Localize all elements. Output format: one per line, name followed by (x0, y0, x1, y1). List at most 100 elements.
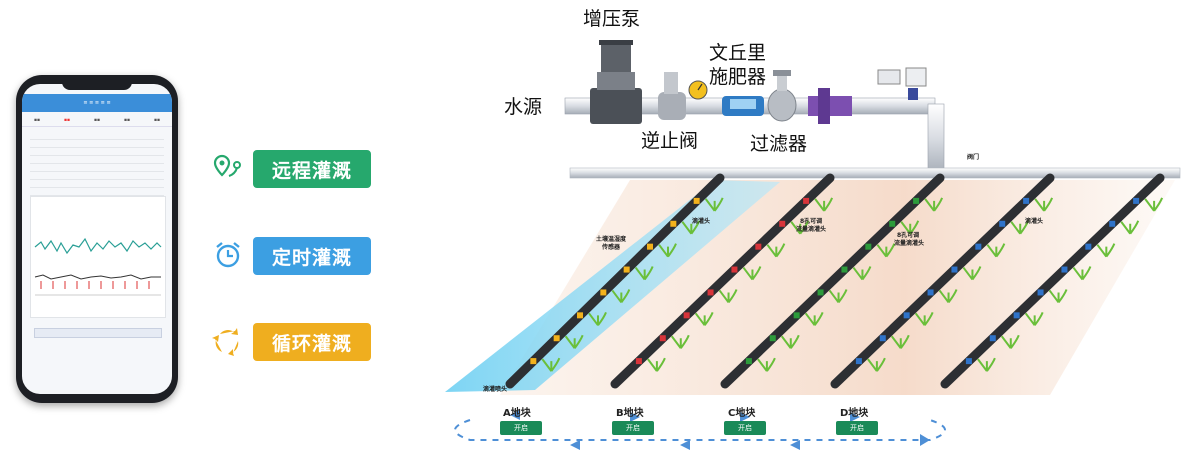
emitter (755, 243, 762, 250)
app-chart-card (30, 196, 166, 318)
seedling (780, 334, 800, 349)
emitter (707, 289, 714, 296)
seedling (718, 289, 738, 304)
valve-label: 阀门 (967, 154, 980, 161)
seedling (1120, 220, 1140, 235)
remote-irrigation-button[interactable]: 远程灌溉 (253, 150, 371, 188)
emitter (635, 358, 642, 365)
emitter (553, 335, 560, 342)
plot-a-open-button[interactable]: 开启 (500, 421, 542, 435)
emitter (1109, 220, 1116, 227)
seedling (681, 220, 701, 235)
seedling (900, 220, 920, 235)
emitter (659, 335, 666, 342)
phone-screen: ≡ ≡ ≡ ≡ ≡ ▪▪▪▪▪▪▪▪▪▪ (22, 84, 172, 394)
emitter (1133, 197, 1140, 204)
venturi-label-line2: 施肥器 (709, 66, 767, 88)
seedling (1048, 289, 1068, 304)
emitter (865, 243, 872, 250)
seedling (766, 243, 786, 258)
dripper-d-label: 滴灌头 (1025, 218, 1044, 225)
seedling (1034, 197, 1054, 212)
seedlings (541, 197, 1164, 372)
cycle-irrigation-button[interactable]: 循环灌溉 (253, 323, 371, 361)
alarm-clock-icon (216, 242, 240, 268)
emitter (623, 266, 630, 273)
controller-box (877, 67, 927, 100)
plot-a-label: A地块 (503, 408, 531, 419)
flow-b-label-1: 8孔可调 (800, 218, 823, 225)
emitter (803, 197, 810, 204)
flow-b-label-2: 流量滴灌头 (796, 226, 827, 233)
check-valve (658, 72, 708, 120)
location-pin-icon (213, 154, 241, 177)
emitter (999, 220, 1006, 227)
plot-b-open-button[interactable]: 开启 (612, 421, 654, 435)
venturi-injector (722, 96, 764, 116)
emitter (731, 266, 738, 273)
seedling (790, 220, 810, 235)
seedling (541, 357, 561, 372)
riser-pipe (927, 103, 945, 175)
drip-lines (505, 173, 1165, 389)
seedling (867, 357, 886, 372)
flow-c-label-1: 8孔可调 (897, 232, 920, 239)
venturi-label-line1: 文丘里 (709, 42, 767, 64)
plot-d-open-button[interactable]: 开启 (836, 421, 878, 435)
emitter (855, 358, 862, 365)
seedling (977, 357, 996, 372)
flow-c-label-2: 流量滴灌头 (894, 240, 925, 247)
filter (767, 70, 797, 122)
emitter (913, 197, 920, 204)
emitter (1061, 266, 1068, 273)
seedling (1072, 266, 1092, 281)
emitters (530, 197, 1140, 365)
app-chart-graphic (34, 237, 162, 296)
seedling (962, 266, 982, 281)
seedling (804, 311, 824, 326)
seedling (876, 243, 896, 258)
app-title-bar: ≡ ≡ ≡ ≡ ≡ (22, 94, 172, 112)
seedling (828, 289, 848, 304)
seedling (852, 266, 872, 281)
flow-arrowheads (510, 410, 930, 450)
plot-c-open-button[interactable]: 开启 (724, 421, 766, 435)
seedling (1144, 197, 1164, 212)
timed-irrigation-button[interactable]: 定时灌溉 (253, 237, 371, 275)
filter-label: 过滤器 (750, 133, 808, 155)
plot-c-label: C地块 (728, 408, 756, 419)
distribution-pipe (569, 167, 1181, 179)
emitter (769, 335, 776, 342)
check-valve-label: 逆止阀 (641, 130, 699, 152)
water-source-label: 水源 (504, 96, 543, 118)
emitter (1085, 243, 1092, 250)
emitter (745, 358, 752, 365)
app-tabs: ▪▪▪▪▪▪▪▪▪▪ (22, 114, 172, 127)
emitter (927, 289, 934, 296)
dripper-a-label: 滴灌头 (692, 218, 711, 225)
emitter (1023, 197, 1030, 204)
booster-pump (590, 40, 642, 124)
seedling (1000, 334, 1020, 349)
seedling (564, 334, 584, 349)
emitter (793, 312, 800, 319)
seedling (704, 197, 724, 212)
seedling (742, 266, 762, 281)
emitter (889, 220, 896, 227)
emitter (683, 312, 690, 319)
emitter (879, 335, 886, 342)
seedling (588, 311, 607, 326)
emitter (975, 243, 982, 250)
emitter (903, 312, 910, 319)
emitter (670, 220, 677, 227)
seedling (814, 197, 834, 212)
seedling (694, 311, 714, 326)
emitter (1013, 312, 1020, 319)
seedling (757, 357, 776, 372)
seedling (890, 334, 910, 349)
plot-b-label: B地块 (616, 408, 644, 419)
seedling (914, 311, 934, 326)
seedling (938, 289, 958, 304)
soil-sensor-label-2: 传感器 (602, 244, 621, 251)
emitter (779, 220, 786, 227)
